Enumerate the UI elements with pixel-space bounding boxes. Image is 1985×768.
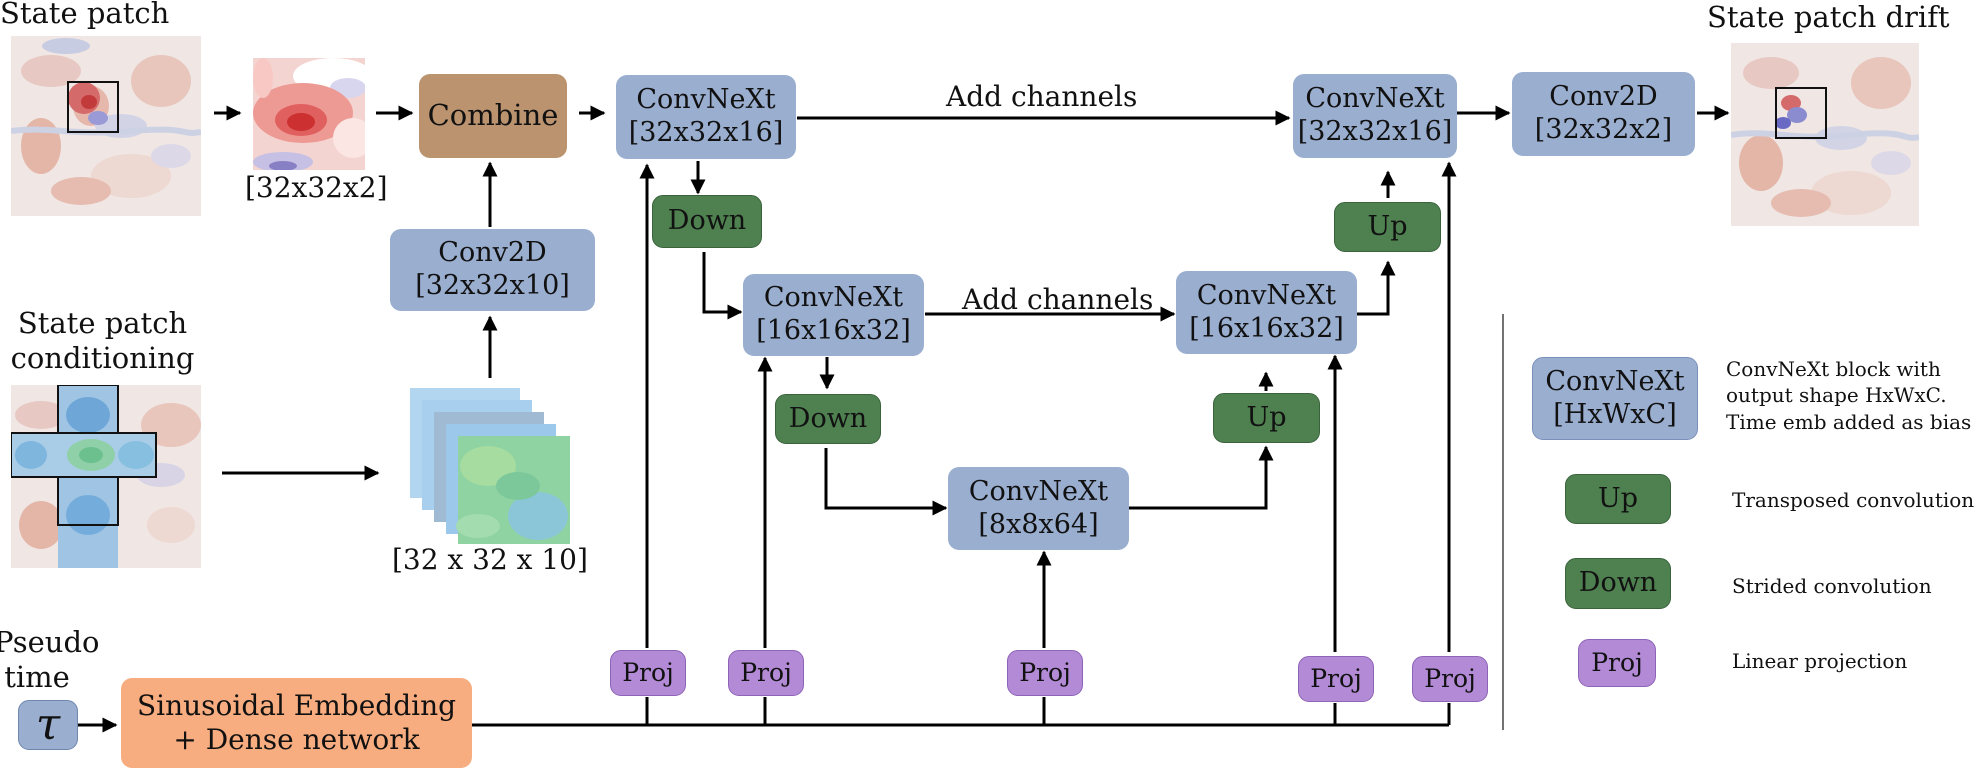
conv2d-conditioning-shape: [32x32x10] — [415, 270, 570, 301]
add-channels-top-label: Add channels — [946, 80, 1138, 113]
pseudo-time-label: Pseudo time — [0, 625, 100, 695]
legend-convnext-block: ConvNeXt [HxWxC] — [1532, 357, 1698, 440]
proj-block-4: Proj — [1298, 656, 1374, 702]
legend-down-block: Down — [1565, 558, 1671, 609]
convnext-bottleneck: ConvNeXt [8x8x64] — [948, 467, 1129, 550]
convnext-decoder-2-name: ConvNeXt — [1196, 279, 1337, 311]
proj-block-3-label: Proj — [1019, 657, 1071, 687]
state-patch-drift-label: State patch drift — [1707, 0, 1950, 34]
legend-proj-description: Linear projection — [1732, 649, 1908, 673]
convnext-encoder-1: ConvNeXt [32x32x16] — [616, 75, 796, 159]
convnext-bottleneck-shape: [8x8x64] — [978, 508, 1099, 540]
convnext-decoder-1: ConvNeXt [32x32x16] — [1293, 74, 1457, 158]
legend-up-description: Transposed convolution — [1732, 488, 1975, 512]
convnext-bottleneck-name: ConvNeXt — [968, 475, 1109, 507]
proj-block-1-label: Proj — [622, 657, 674, 687]
proj-block-4-label: Proj — [1310, 663, 1362, 693]
conditioning-shape-label: [32 x 32 x 10] — [392, 543, 588, 576]
convnext-decoder-2-shape: [16x16x32] — [1189, 312, 1344, 344]
pseudo-time-label-line1: Pseudo — [0, 625, 100, 659]
proj-block-5: Proj — [1412, 656, 1488, 702]
conditioning-label: State patch conditioning — [0, 306, 205, 376]
legend-down-description: Strided convolution — [1732, 574, 1932, 598]
legend-up-name: Up — [1597, 482, 1639, 514]
conditioning-label-line1: State patch — [17, 306, 188, 340]
legend-up-block: Up — [1565, 474, 1671, 524]
legend-convnext-desc-line3: Time emb added as bias — [1726, 409, 1972, 434]
conditioning-patch-image — [11, 385, 201, 568]
convnext-decoder-2: ConvNeXt [16x16x32] — [1176, 271, 1357, 354]
combine-block-label: Combine — [427, 98, 559, 133]
pseudo-time-label-line2: time — [4, 659, 70, 694]
up-block-2-label: Up — [1246, 401, 1287, 433]
down-block-1: Down — [652, 195, 762, 248]
proj-block-5-label: Proj — [1424, 663, 1476, 693]
embedding-line1: Sinusoidal Embedding — [136, 688, 457, 722]
sinusoidal-embedding-block: Sinusoidal Embedding + Dense network — [121, 678, 472, 768]
legend-convnext-name: ConvNeXt — [1545, 365, 1685, 397]
proj-block-2-label: Proj — [740, 657, 792, 687]
up-block-1-label: Up — [1367, 210, 1408, 242]
legend-convnext-desc-line1: ConvNeXt block with — [1726, 357, 1941, 381]
conditioning-label-line2: conditioning — [10, 340, 195, 375]
conv2d-conditioning-name: Conv2D — [438, 237, 547, 269]
conv2d-output-shape: [32x32x2] — [1534, 114, 1673, 145]
legend-proj-block: Proj — [1578, 639, 1656, 687]
down-block-2: Down — [775, 394, 881, 444]
add-channels-mid-label: Add channels — [962, 283, 1154, 316]
combine-block: Combine — [419, 74, 567, 158]
conv2d-output-block: Conv2D [32x32x2] — [1512, 72, 1695, 156]
up-block-1: Up — [1334, 202, 1441, 252]
legend-convnext-description: ConvNeXt block with output shape HxWxC. … — [1726, 356, 1971, 435]
convnext-encoder-2-shape: [16x16x32] — [756, 315, 911, 346]
convnext-encoder-2: ConvNeXt [16x16x32] — [743, 274, 924, 356]
legend-convnext-desc-line2: output shape HxWxC. — [1726, 383, 1947, 408]
convnext-encoder-1-name: ConvNeXt — [636, 84, 776, 116]
proj-block-2: Proj — [728, 650, 804, 696]
legend-convnext-shape: [HxWxC] — [1553, 398, 1677, 430]
convnext-encoder-2-name: ConvNeXt — [763, 282, 904, 314]
down-block-2-label: Down — [788, 402, 868, 434]
proj-block-3: Proj — [1007, 650, 1083, 696]
legend-down-name: Down — [1578, 567, 1658, 599]
conv2d-conditioning-block: Conv2D [32x32x10] — [390, 229, 595, 311]
drift-patch-image — [1731, 43, 1919, 226]
conditioning-channel-stack-image — [410, 388, 570, 544]
state-patch-image — [11, 36, 201, 216]
convnext-encoder-1-shape: [32x32x16] — [628, 117, 784, 148]
conv2d-output-name: Conv2D — [1549, 81, 1658, 113]
input-shape-label: [32x32x2] — [245, 171, 388, 204]
embedding-line2: + Dense network — [173, 723, 420, 756]
convnext-decoder-1-shape: [32x32x16] — [1297, 116, 1453, 147]
tau-symbol: 𝜏 — [35, 699, 61, 751]
proj-block-1: Proj — [610, 650, 686, 696]
up-block-2: Up — [1213, 393, 1320, 443]
down-block-1-label: Down — [667, 205, 747, 237]
state-patch-label: State patch — [0, 0, 170, 30]
convnext-decoder-1-name: ConvNeXt — [1305, 83, 1445, 115]
legend-proj-name: Proj — [1591, 647, 1643, 677]
input-patch-zoom-image — [253, 58, 365, 170]
tau-symbol-block: 𝜏 — [18, 699, 78, 751]
